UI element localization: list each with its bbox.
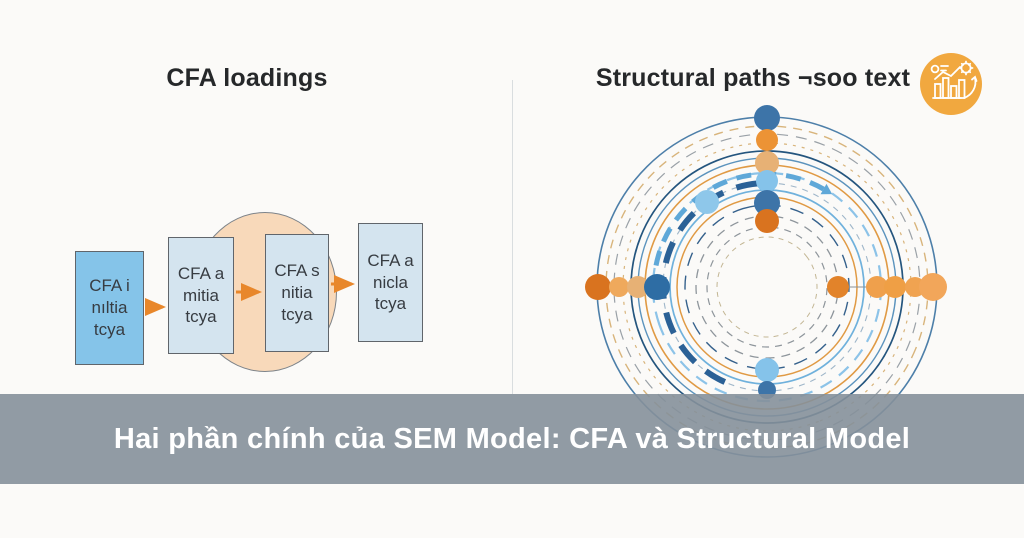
ring [605,125,929,449]
cfa-box-1: CFA i nıltia tcya [75,251,144,365]
node-dot [919,273,947,301]
cfa-box-2: CFA a mitia tcya [168,237,234,354]
structural-panel-title: Structural paths ¬soo text [595,64,911,92]
ring [684,204,850,370]
analytics-icon-glyph [930,60,978,99]
node-dot [609,277,629,297]
node-dot [695,190,719,214]
node-dot [866,276,888,298]
structural-paths-diagram [585,105,947,458]
analytics-chart-gear-icon [920,53,982,115]
node-dot [755,358,779,382]
cfa-box-3: CFA s nitia tcya [265,234,329,352]
path-arc [660,180,759,388]
node-dot [585,274,611,300]
path-arc [651,171,825,298]
node-dot [755,151,779,175]
node-dot [754,190,780,216]
cfa-panel-title: CFA loadings [166,64,328,92]
caption-banner: Hai phần chính của SEM Model: CFA và Str… [0,394,1024,484]
node-dot [755,209,779,233]
cfa-box-4: CFA a nicla tcya [358,223,423,342]
node-dot [884,276,906,298]
node-dot [627,276,649,298]
ring [716,236,818,338]
node-dot [644,274,670,300]
node-dot [754,105,780,131]
arc-arrowhead-icon [820,183,833,195]
node-dot [756,170,778,192]
node-dot [827,276,849,298]
caption-text: Hai phần chính của SEM Model: CFA và Str… [113,422,911,455]
panel-divider [512,80,513,394]
node-dot [756,129,778,151]
